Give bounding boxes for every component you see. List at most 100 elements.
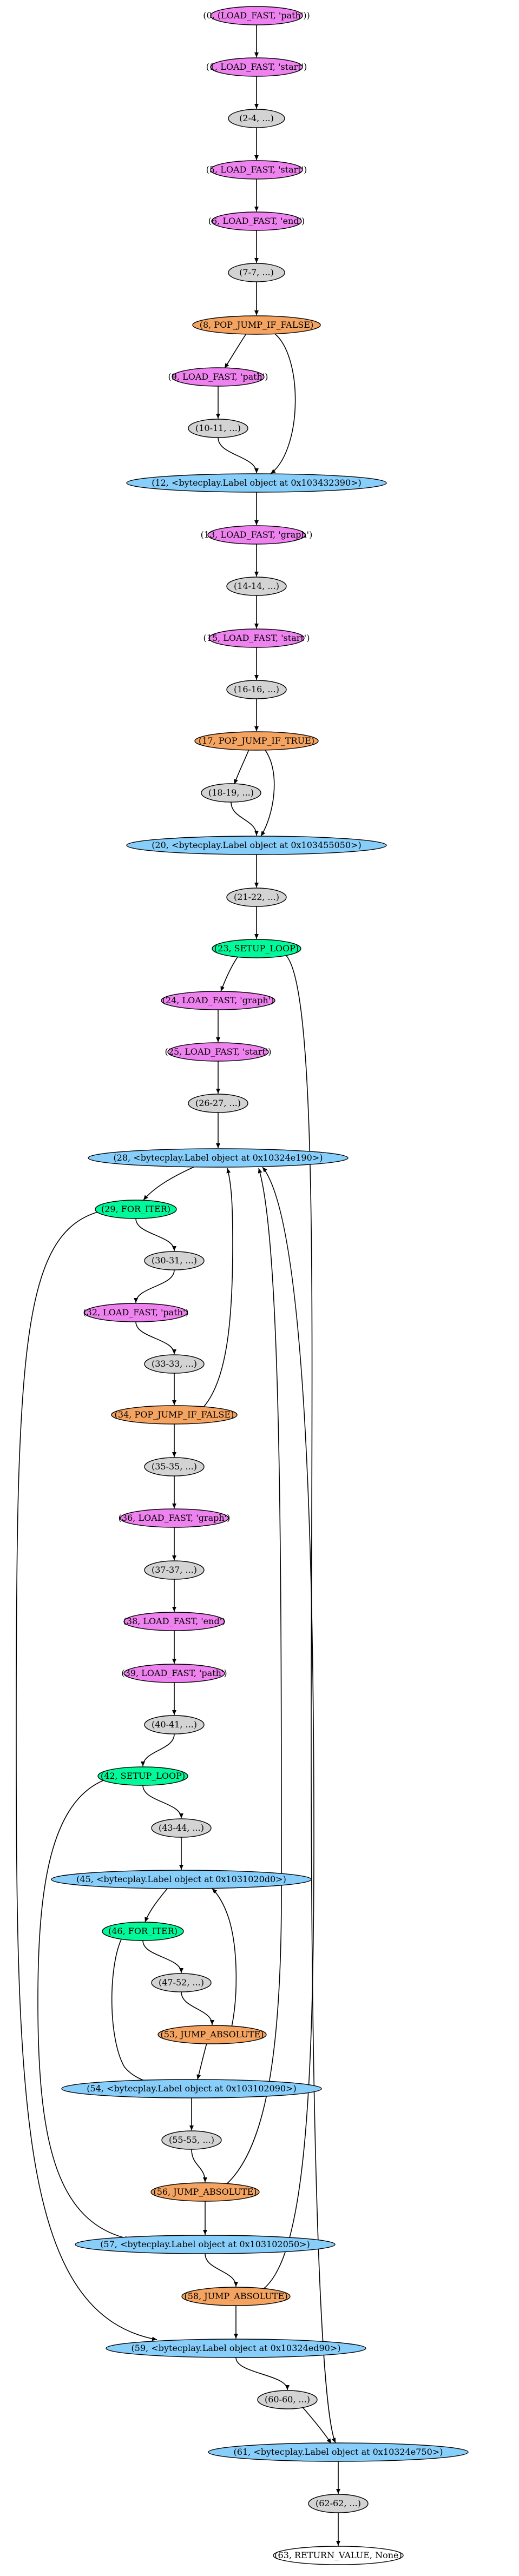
- node-58: (58, JUMP_ABSOLUTE): [181, 2287, 291, 2306]
- node-45: (45, <bytecplay.Label object at 0x103102…: [51, 1870, 312, 1889]
- node-8: (8, POP_JUMP_IF_FALSE): [192, 315, 321, 335]
- node-62: (62-62, ...): [308, 2494, 369, 2513]
- node-shape: [51, 1870, 312, 1889]
- node-shape: [228, 109, 285, 128]
- node-shape: [161, 991, 275, 1010]
- node-59: (59, <bytecplay.Label object at 0x10324e…: [106, 2339, 366, 2358]
- node-shape: [210, 6, 303, 25]
- node-label: (21-22, ...): [234, 892, 279, 902]
- node-shape: [201, 783, 261, 803]
- node-label: (23, SETUP_LOOP): [214, 943, 299, 953]
- node-label: (13, LOAD_FAST, 'graph'): [201, 529, 313, 540]
- node-30: (30-31, ...): [144, 1251, 205, 1270]
- node-6: (6, LOAD_FAST, 'end'): [208, 211, 305, 231]
- node-shape: [120, 1508, 229, 1528]
- edge-n56-n28: [227, 1168, 282, 2184]
- node-label: (14-14, ...): [234, 581, 279, 591]
- node-24: (24, LOAD_FAST, 'graph'): [161, 991, 275, 1010]
- node-shape: [208, 2442, 469, 2462]
- node-29: (29, FOR_ITER): [95, 1200, 177, 1219]
- edge-n29-n30: [135, 1218, 176, 1251]
- node-shape: [95, 1200, 177, 1219]
- node-label: (6, LOAD_FAST, 'end'): [208, 216, 305, 226]
- node-shape: [123, 1612, 225, 1631]
- edge-n23-n24: [220, 956, 239, 992]
- node-shape: [61, 2079, 322, 2098]
- node-16: (16-16, ...): [226, 680, 287, 699]
- node-63: (63, RETURN_VALUE, None): [273, 2546, 404, 2565]
- node-shape: [188, 419, 248, 438]
- node-25: (25, LOAD_FAST, 'start'): [165, 1042, 271, 1062]
- node-shape: [226, 680, 287, 699]
- node-28: (28, <bytecplay.Label object at 0x10324e…: [88, 1148, 349, 1168]
- node-61: (61, <bytecplay.Label object at 0x10324e…: [208, 2442, 469, 2462]
- node-label: (10-11, ...): [195, 423, 241, 433]
- node-label: (34, POP_JUMP_IF_FALSE): [115, 1409, 234, 1420]
- node-0: (0, (LOAD_FAST, 'path')): [203, 6, 310, 25]
- node-23: (23, SETUP_LOOP): [212, 939, 301, 958]
- node-shape: [111, 1405, 238, 1425]
- node-layer: (0, (LOAD_FAST, 'path')) (1, LOAD_FAST, '…: [51, 6, 469, 2565]
- edge-n53-n45: [212, 1888, 237, 2028]
- node-shape: [123, 1664, 225, 1683]
- node-shape: [228, 263, 285, 282]
- node-label: (20, <bytecplay.Label object at 0x103455…: [152, 840, 362, 850]
- node-label: (32, LOAD_FAST, 'path'): [83, 1307, 188, 1317]
- node-label: (40-41, ...): [152, 1719, 197, 1730]
- node-5: (5, LOAD_FAST, 'start'): [206, 160, 307, 180]
- node-35: (35-35, ...): [144, 1457, 205, 1476]
- node-60: (60-60, ...): [257, 2390, 318, 2409]
- node-53: (53, JUMP_ABSOLUTE): [157, 2025, 267, 2044]
- node-38: (38, LOAD_FAST, 'end'): [123, 1612, 225, 1631]
- edge-n46-n47: [142, 1940, 183, 1974]
- node-shape: [172, 367, 265, 387]
- node-label: (43-44, ...): [159, 1823, 204, 1833]
- node-label: (35-35, ...): [152, 1461, 197, 1472]
- edge-n32-n33: [135, 1321, 176, 1355]
- edge-n8-n9: [224, 333, 247, 369]
- node-26: (26-27, ...): [188, 1094, 248, 1113]
- edge-n10-n12: [218, 437, 259, 474]
- node-shape: [84, 1303, 188, 1322]
- node-36: (36, LOAD_FAST, 'graph'): [119, 1508, 231, 1528]
- node-40: (40-41, ...): [144, 1715, 205, 1734]
- edge-n55-n56: [191, 2149, 207, 2183]
- node-shape: [226, 888, 287, 907]
- node-label: (24, LOAD_FAST, 'graph'): [162, 995, 274, 1005]
- edge-n58-n28: [262, 1167, 314, 2289]
- node-shape: [151, 1973, 212, 1992]
- node-15: (15, LOAD_FAST, 'start'): [203, 628, 310, 648]
- node-label: (1, LOAD_FAST, 'start'): [206, 62, 307, 72]
- edge-n29-n59: [16, 1211, 157, 2341]
- node-label: (17, POP_JUMP_IF_TRUE): [199, 736, 314, 746]
- edge-n34-n28: [200, 1168, 233, 1411]
- node-label: (8, POP_JUMP_IF_FALSE): [200, 320, 313, 330]
- node-shape: [207, 525, 306, 545]
- node-46: (46, FOR_ITER): [102, 1922, 184, 1941]
- edge-n40-n42: [141, 1733, 175, 1767]
- node-13: (13, LOAD_FAST, 'graph'): [201, 525, 313, 545]
- node-shape: [210, 57, 303, 77]
- edge-n30-n32: [134, 1269, 175, 1303]
- node-label: (12, <bytecplay.Label object at 0x103432…: [152, 478, 362, 488]
- node-label: (15, LOAD_FAST, 'start'): [203, 633, 310, 643]
- node-label: (54, <bytecplay.Label object at 0x103102…: [87, 2083, 297, 2094]
- node-label: (26-27, ...): [195, 1098, 241, 1108]
- node-shape: [226, 577, 287, 596]
- edge-n23-n61: [285, 955, 336, 2443]
- node-33: (33-33, ...): [144, 1354, 205, 1374]
- edge-layer: [16, 25, 341, 2546]
- node-shape: [126, 473, 387, 493]
- node-21: (21-22, ...): [226, 888, 287, 907]
- node-label: (9, LOAD_FAST, 'path'): [168, 372, 268, 382]
- edge-n17-n20: [260, 750, 275, 837]
- node-label: (7-7, ...): [239, 267, 274, 277]
- node-shape: [212, 939, 301, 958]
- edge-n42-n43: [142, 1785, 183, 1819]
- node-label: (18-19, ...): [208, 787, 254, 798]
- edge-n18-n20: [231, 802, 259, 836]
- node-label: (36, LOAD_FAST, 'graph'): [119, 1513, 231, 1523]
- node-label: (45, <bytecplay.Label object at 0x103102…: [76, 1874, 286, 1884]
